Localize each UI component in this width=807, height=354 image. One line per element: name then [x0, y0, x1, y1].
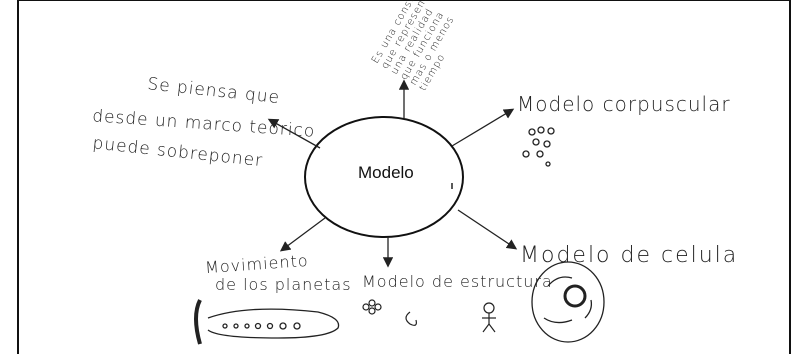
- orbit-doodle: [194, 299, 340, 345]
- arrow-top-right: [451, 108, 515, 147]
- top-border-line: [17, 0, 791, 1]
- right-border-line: [789, 0, 791, 354]
- cell-doodle: [531, 261, 605, 343]
- corpuscle-doodle: [522, 126, 555, 167]
- branch-top-left: Se piensa que desde un marco teorico pue…: [92, 74, 316, 171]
- center-label: Modelo: [358, 163, 414, 182]
- left-border-line: [17, 0, 19, 354]
- structure-doodle: [362, 299, 496, 333]
- arrow-top-left: [267, 118, 321, 149]
- branch-bottom-left: Movimiento de los planetas: [204, 251, 352, 296]
- branch-bottom-right: Modelo de celula: [520, 243, 739, 268]
- arrow-bottom-right: [457, 209, 518, 250]
- branch-bottom-center: Modelo de estructura: [362, 272, 553, 291]
- branch-bottom-left-line: de los planetas: [215, 275, 352, 294]
- branch-top-right: Modelo corpuscular: [517, 92, 731, 116]
- center-ellipse: [304, 116, 464, 238]
- arrow-bottom-left: [279, 217, 326, 252]
